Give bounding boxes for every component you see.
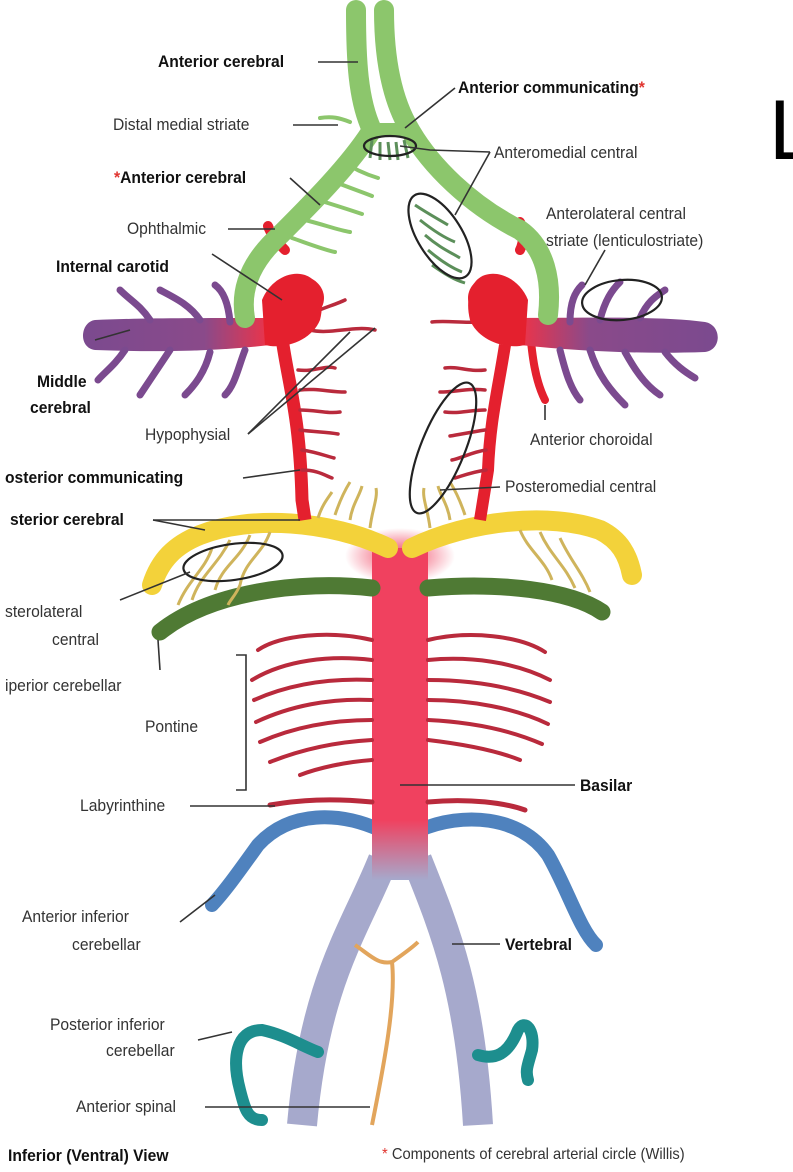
label-distal-medial-striate: Distal medial striate (113, 115, 249, 135)
label-vertebral: Vertebral (505, 935, 572, 955)
label-posteromedial-central: Posteromedial central (505, 477, 656, 497)
label-middle-cerebral-1: Middle (37, 372, 87, 392)
label-basilar: Basilar (580, 776, 632, 796)
footnote: * Components of cerebral arterial circle… (382, 1146, 685, 1164)
label-anterior-cerebral: Anterior cerebral (158, 52, 284, 72)
label-posterior-cerebral: sterior cerebral (10, 510, 124, 530)
superior-cerebellar-right (428, 586, 602, 612)
label-hypophysial: Hypophysial (145, 425, 230, 445)
label-anterior-cerebral-star-text: Anterior cerebral (120, 168, 246, 187)
label-anterolateral-central-2: striate (lenticulostriate) (546, 231, 703, 251)
vertebral-arteries (302, 860, 478, 1125)
label-pica-1: Posterior inferior (50, 1015, 165, 1035)
label-posterior-communicating: osterior communicating (5, 468, 183, 488)
willis-star-marker: * (382, 1146, 388, 1163)
anterior-cerebral-arteries (244, 10, 549, 318)
labyrinthine-artery-left (270, 800, 372, 805)
label-middle-cerebral-2: cerebral (30, 398, 91, 418)
label-aica-2: cerebellar (72, 935, 141, 955)
view-title: Inferior (Ventral) View (8, 1146, 169, 1166)
label-anterolateral-central-1: Anterolateral central (546, 204, 686, 224)
label-posterolateral-central-2: central (52, 630, 99, 650)
label-anterior-spinal: Anterior spinal (76, 1097, 176, 1117)
label-anterior-cerebral-star: *Anterior cerebral (114, 168, 246, 188)
label-superior-cerebellar: iperior cerebellar (5, 676, 121, 696)
label-pica-2: cerebellar (106, 1041, 175, 1061)
superior-cerebellar-left (160, 586, 372, 632)
label-ophthalmic: Ophthalmic (127, 219, 206, 239)
label-internal-carotid: Internal carotid (56, 257, 169, 277)
anteromedial-central-branches (370, 140, 465, 283)
label-anterior-choroidal: Anterior choroidal (530, 430, 653, 450)
willis-star-marker: * (639, 78, 645, 97)
label-anterior-communicating-text: Anterior communicating (458, 78, 639, 97)
anterior-spinal-artery (355, 942, 418, 1125)
labyrinthine-artery-right (428, 801, 525, 810)
label-anteromedial-central: Anteromedial central (494, 143, 637, 163)
label-pontine: Pontine (145, 717, 198, 737)
label-aica-1: Anterior inferior (22, 907, 129, 927)
label-labyrinthine: Labyrinthine (80, 796, 165, 816)
hypophysial-branches (298, 300, 488, 478)
footnote-text: Components of cerebral arterial circle (… (392, 1146, 685, 1163)
edge-letter: L (768, 92, 793, 172)
label-anterior-communicating: Anterior communicating* (458, 78, 645, 98)
label-posterolateral-central-1: sterolateral (5, 602, 82, 622)
